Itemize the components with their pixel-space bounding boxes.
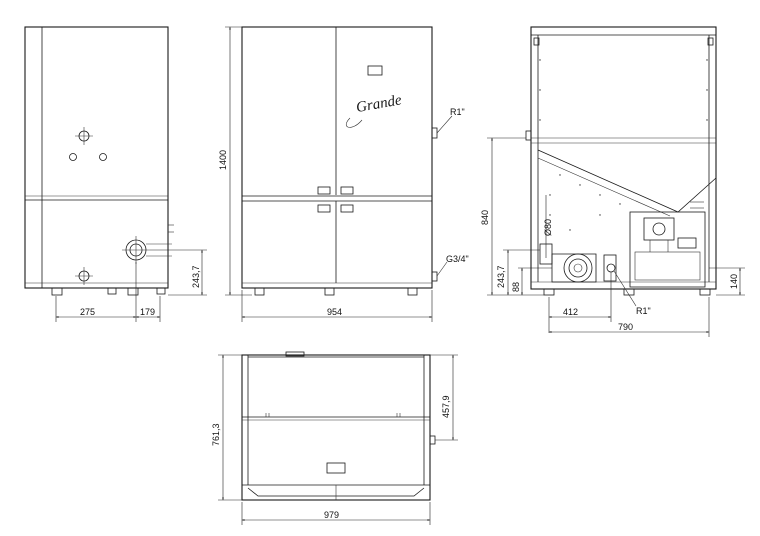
left-view: 275 179 243,7 <box>24 26 207 322</box>
dim-761-3: 761,3 <box>211 423 221 446</box>
section-view: 840 Ø80 243,7 88 412 R1" 140 790 <box>480 26 745 337</box>
dim-140: 140 <box>729 274 739 289</box>
flue-outlet-icon <box>122 236 172 264</box>
top-view: 761,3 457,9 979 <box>211 351 458 525</box>
connection-port-icon <box>75 267 93 285</box>
dim-840: 840 <box>480 210 490 225</box>
dim-412: 412 <box>563 307 578 317</box>
door-handle <box>317 204 331 213</box>
fastener-mark <box>265 413 401 417</box>
dim-dia-80: Ø80 <box>543 219 553 236</box>
thread-g34: G3/4" <box>446 254 469 264</box>
port-icon <box>99 153 107 161</box>
access-cover <box>326 462 346 474</box>
display-window <box>367 65 383 76</box>
logo-swirl-icon <box>345 117 363 128</box>
dim-979: 979 <box>324 510 339 520</box>
dim-790: 790 <box>618 322 633 332</box>
dim-243-7-front: 243,7 <box>191 265 201 288</box>
door-handle <box>340 186 354 195</box>
thread-r1-front: R1" <box>450 107 465 117</box>
pipe-stub-r1 <box>431 127 438 139</box>
fan-icon <box>551 253 597 283</box>
dim-1400: 1400 <box>218 150 228 170</box>
port-icon <box>69 153 77 161</box>
door-handle <box>317 186 331 195</box>
brand-logo: Grande <box>355 92 403 116</box>
dim-88: 88 <box>511 282 521 292</box>
front-view: Grande R1" G3/4" 1400 954 <box>218 26 469 322</box>
dim-179: 179 <box>140 307 155 317</box>
dim-275: 275 <box>80 307 95 317</box>
r1-port-icon <box>606 263 616 273</box>
door-handle <box>340 204 354 213</box>
rivet-row <box>539 59 708 231</box>
dim-954: 954 <box>327 307 342 317</box>
thread-r1-side: R1" <box>636 306 651 316</box>
auger-motor <box>643 217 675 241</box>
dim-243-7-side: 243,7 <box>496 265 506 288</box>
burner-unit <box>629 211 706 288</box>
pipe-stub-g34 <box>431 271 438 282</box>
dim-457-9: 457,9 <box>441 395 451 418</box>
connection-port-icon <box>75 127 93 145</box>
